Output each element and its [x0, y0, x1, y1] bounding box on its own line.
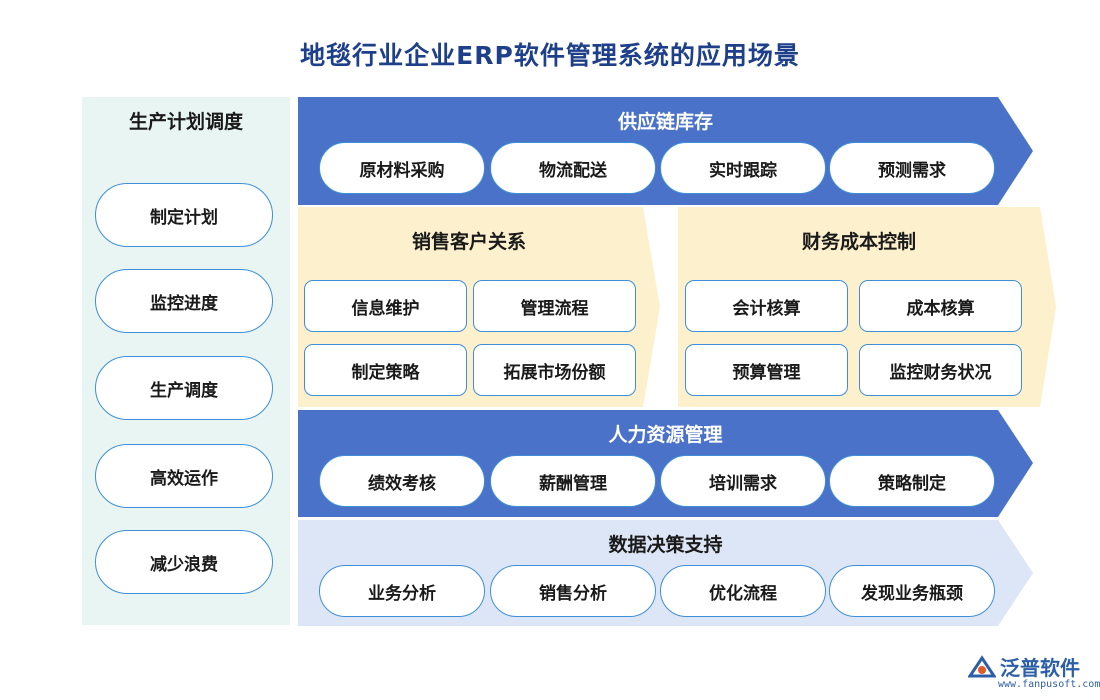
supply-item-tracking: 实时跟踪 [660, 142, 826, 194]
supply-item-forecast: 预测需求 [829, 142, 995, 194]
fanpu-logo-icon [968, 655, 996, 678]
left-item-reduce-waste: 减少浪费 [95, 530, 273, 594]
production-planning-title: 生产计划调度 [128, 111, 243, 133]
data-item-business-analysis: 业务分析 [319, 565, 485, 617]
hr-band: 人力资源管理 绩效考核 薪酬管理 培训需求 策略制定 [298, 410, 1033, 517]
hr-item-strategy: 策略制定 [829, 455, 995, 507]
logo-url: www.fanpusoft.com [998, 679, 1100, 690]
finance-item-monitor-status: 监控财务状况 [859, 344, 1022, 396]
finance-item-budget: 预算管理 [685, 344, 848, 396]
data-item-sales-analysis: 销售分析 [490, 565, 656, 617]
hr-title: 人力资源管理 [608, 424, 723, 446]
sales-crm-band: 销售客户关系 信息维护 管理流程 制定策略 拓展市场份额 [298, 207, 660, 407]
finance-band: 财务成本控制 会计核算 成本核算 预算管理 监控财务状况 [678, 207, 1056, 407]
page-title: 地毯行业企业ERP软件管理系统的应用场景 [300, 41, 800, 70]
data-decision-title: 数据决策支持 [608, 534, 723, 556]
data-decision-band: 数据决策支持 业务分析 销售分析 优化流程 发现业务瓶颈 [298, 520, 1033, 626]
supply-chain-band: 供应链库存 原材料采购 物流配送 实时跟踪 预测需求 [298, 97, 1033, 205]
sales-item-process: 管理流程 [473, 280, 636, 332]
sales-crm-title: 销售客户关系 [411, 231, 526, 253]
data-item-bottleneck: 发现业务瓶颈 [829, 565, 995, 617]
finance-item-accounting: 会计核算 [685, 280, 848, 332]
hr-item-performance: 绩效考核 [319, 455, 485, 507]
supply-item-raw-material: 原材料采购 [319, 142, 485, 194]
data-item-optimize: 优化流程 [660, 565, 826, 617]
finance-title: 财务成本控制 [801, 231, 916, 253]
hr-item-salary: 薪酬管理 [490, 455, 656, 507]
supply-item-logistics: 物流配送 [490, 142, 656, 194]
logo-name: 泛普软件 [1000, 656, 1080, 680]
left-item-efficient-operation: 高效运作 [95, 444, 273, 508]
left-item-plan: 制定计划 [95, 183, 273, 247]
left-item-monitor-progress: 监控进度 [95, 269, 273, 333]
left-item-scheduling: 生产调度 [95, 356, 273, 420]
sales-item-strategy: 制定策略 [304, 344, 467, 396]
finance-item-cost: 成本核算 [859, 280, 1022, 332]
fanpu-logo: 泛普软件 www.fanpusoft.com [968, 652, 1100, 696]
hr-item-training: 培训需求 [660, 455, 826, 507]
production-planning-panel: 生产计划调度 制定计划 监控进度 生产调度 高效运作 减少浪费 [82, 97, 290, 625]
supply-chain-title: 供应链库存 [617, 111, 713, 133]
sales-item-market-share: 拓展市场份额 [473, 344, 636, 396]
sales-item-info: 信息维护 [304, 280, 467, 332]
